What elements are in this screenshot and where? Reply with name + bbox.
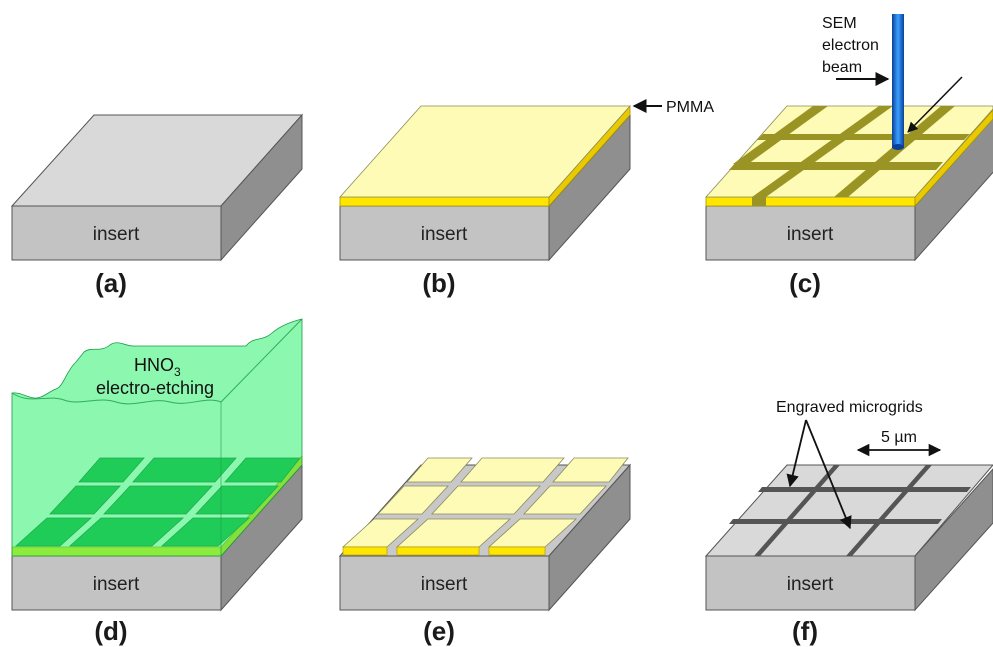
block-label: insert — [93, 574, 140, 595]
sem-label-line3: beam — [822, 59, 862, 76]
panel-b: insert (b) PMMA — [339, 99, 714, 298]
tile — [552, 457, 629, 483]
tile-edge — [396, 546, 480, 556]
block-side — [220, 113, 303, 262]
panel-label-e: (e) — [423, 616, 455, 646]
pmma-layer-top — [339, 105, 631, 198]
engraved-label: Engraved microgrids — [776, 399, 923, 416]
panel-label-b: (b) — [422, 268, 455, 298]
tile — [431, 485, 541, 515]
groove-arrow — [907, 76, 963, 133]
pmma-label: PMMA — [666, 99, 714, 116]
block-label: insert — [421, 224, 468, 245]
tile — [406, 457, 473, 483]
grid-line — [752, 106, 893, 197]
panel-label-a: (a) — [95, 268, 127, 298]
pmma-tiles — [341, 457, 629, 548]
etch-chem: HNO — [134, 355, 174, 375]
pmma-tile-edges — [342, 546, 546, 556]
panel-d: HNO3 electro-etching insert (d) — [11, 318, 303, 646]
block-side — [914, 468, 993, 612]
pmma-layer-front — [705, 196, 916, 207]
groove — [758, 487, 971, 492]
panel-label-f: (f) — [792, 616, 818, 646]
panel-a: insert (a) — [10, 113, 304, 298]
tile-edge — [342, 546, 388, 556]
etch-label-line2: electro-etching — [96, 378, 214, 398]
etch-label-chem: HNO3 — [134, 355, 181, 379]
tile — [377, 485, 449, 515]
pmma-layer-front — [339, 196, 550, 207]
panel-e: insert (e) — [338, 457, 632, 646]
panel-label-d: (d) — [94, 616, 127, 646]
exposed-grid — [729, 106, 970, 206]
grid-line — [729, 162, 943, 170]
block-label: insert — [93, 224, 140, 245]
engraved-arrow-1 — [786, 419, 807, 488]
tile — [460, 457, 565, 483]
scale-label: 5 µm — [881, 429, 917, 446]
etchant-surface — [11, 318, 303, 405]
block-label: insert — [787, 574, 834, 595]
block-label: insert — [421, 574, 468, 595]
engraved-arrow-2 — [805, 419, 852, 530]
panel-label-c: (c) — [789, 268, 821, 298]
sem-label-line2: electron — [822, 37, 879, 54]
block-label: insert — [787, 224, 834, 245]
tile — [523, 485, 607, 515]
grid-line — [752, 197, 766, 206]
etchant-bath — [11, 318, 303, 557]
grid-line — [757, 134, 970, 140]
grid-line — [834, 106, 955, 197]
panel-f: Engraved microgrids 5 µm insert (f) — [704, 399, 993, 646]
sem-label-line1: SEM — [822, 15, 857, 32]
panel-c: insert (c) SEM electron beam — [705, 14, 993, 298]
engraved-grooves — [729, 465, 971, 556]
pmma-layer-side — [914, 109, 993, 208]
groove — [729, 519, 942, 524]
etch-subscript: 3 — [174, 365, 181, 379]
beam-tip — [892, 144, 904, 150]
block-side — [548, 463, 631, 612]
tile-edge — [488, 546, 546, 556]
electron-beam — [892, 14, 904, 148]
